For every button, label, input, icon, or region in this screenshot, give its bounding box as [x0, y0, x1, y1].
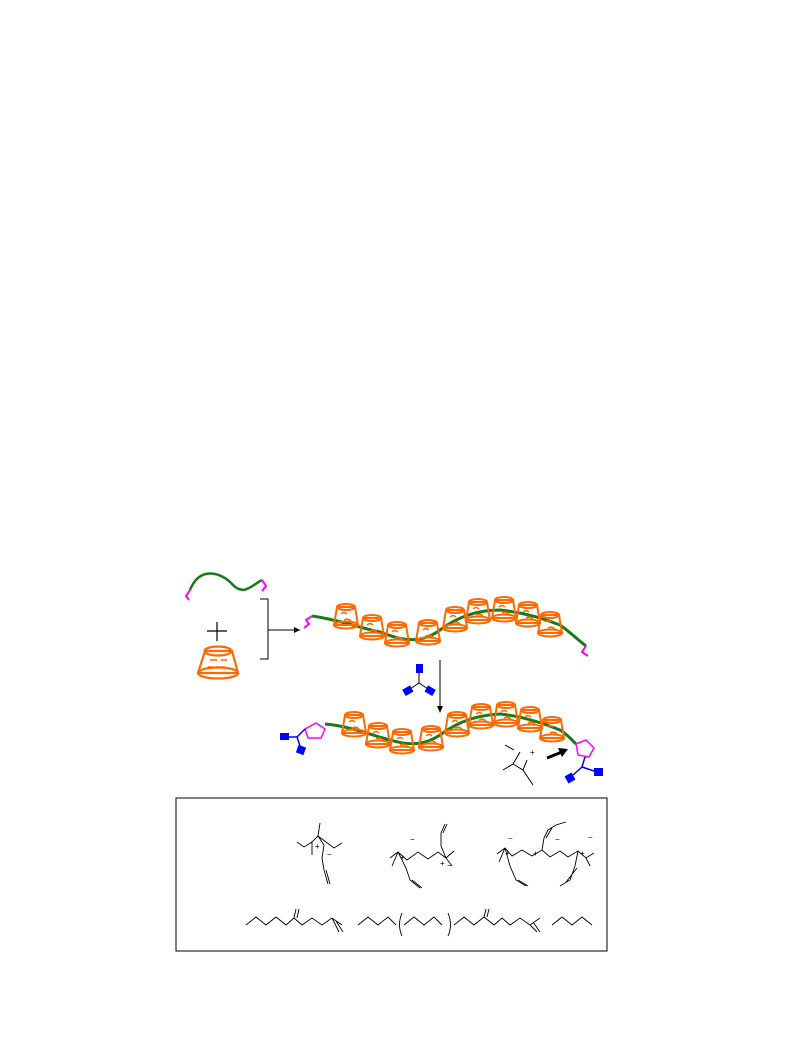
- polyrotaxane: [303, 596, 589, 657]
- charge-minus: −: [327, 850, 332, 859]
- charge-plus: +: [440, 859, 445, 868]
- charge-plus: +: [505, 849, 510, 858]
- tris-ammonium-alkyne: [496, 821, 595, 887]
- charge-minus: −: [555, 835, 560, 844]
- charge-plus: +: [315, 842, 320, 851]
- charge-plus: +: [400, 853, 405, 862]
- polymer-backbone: [245, 908, 593, 937]
- svg-text:+: +: [530, 748, 535, 757]
- capped-polyrotaxane: [280, 701, 603, 784]
- threaded-ring: [341, 711, 367, 738]
- charge-plus: +: [580, 849, 585, 858]
- threaded-ring: [333, 603, 359, 630]
- charge-minus: −: [410, 835, 415, 844]
- bis-ammonium-alkyne: [389, 823, 455, 889]
- charge-minus: −: [508, 834, 513, 843]
- plus-sign: [207, 622, 227, 641]
- charge-minus: −: [588, 833, 593, 842]
- free-axle: [184, 572, 268, 601]
- charge-plus: +: [533, 849, 538, 858]
- threaded-ring: [418, 725, 444, 752]
- combine-bracket: [260, 598, 300, 660]
- cyclodextrin-ring: [196, 645, 240, 680]
- charge-minus: −: [447, 861, 452, 870]
- ammonium-alkyne: [296, 822, 343, 885]
- legend-box: + − − + + − − + + − + −: [175, 797, 608, 952]
- capping-step: [402, 660, 443, 713]
- triazole-detail: +: [502, 744, 568, 786]
